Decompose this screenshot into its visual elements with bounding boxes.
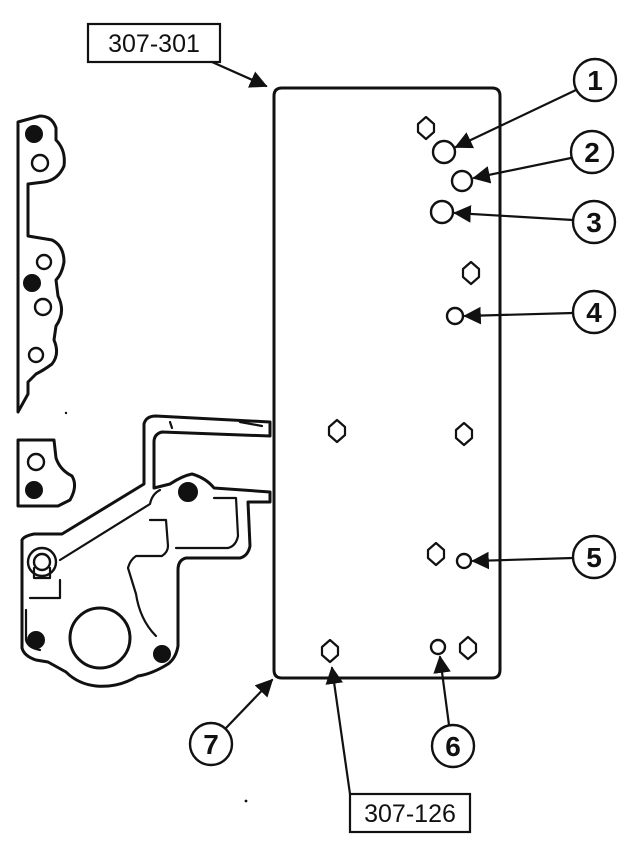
label-307-126-text: 307-126 <box>364 800 456 828</box>
hex-bolt <box>426 541 446 567</box>
filled-dowel <box>25 125 43 143</box>
hole-5 <box>455 552 473 570</box>
leader-6 <box>433 655 451 727</box>
hole <box>35 253 53 271</box>
label-307-301: 307-301 <box>86 22 222 64</box>
pin-boss-inner <box>32 552 52 572</box>
hole-2 <box>450 169 474 193</box>
callout-5-text: 5 <box>586 542 602 573</box>
hex-bolt <box>327 418 347 444</box>
callout-7-text: 7 <box>203 729 219 760</box>
label-307-301-text: 307-301 <box>108 30 200 58</box>
label-307-126: 307-126 <box>348 792 472 834</box>
hex-bolt <box>454 421 474 447</box>
callout-2-text: 2 <box>584 137 600 168</box>
callout-6-text: 6 <box>445 731 461 762</box>
leader-1 <box>454 88 578 149</box>
filled-dowel <box>23 274 41 292</box>
hole-1 <box>431 139 457 165</box>
hole <box>33 297 53 317</box>
callout-2: 2 <box>569 129 615 175</box>
leader-307-126 <box>325 666 352 796</box>
callout-3: 3 <box>571 199 617 245</box>
leader-3 <box>453 205 575 223</box>
hole-3 <box>429 199 455 225</box>
callout-6: 6 <box>430 723 476 769</box>
hole <box>30 153 50 173</box>
alignment-plate <box>272 86 502 680</box>
leader-4 <box>463 306 575 325</box>
callout-1-text: 1 <box>587 65 603 96</box>
callout-1: 1 <box>572 57 618 103</box>
hex-bolt <box>461 260 481 286</box>
hole-4 <box>445 306 465 326</box>
hex-bolt <box>416 115 436 141</box>
callout-4: 4 <box>571 289 617 335</box>
callout-3-text: 3 <box>586 207 602 238</box>
leader-7 <box>224 678 274 730</box>
hex-bolt <box>320 638 340 664</box>
hole <box>27 346 45 364</box>
leader-307-301 <box>210 60 268 88</box>
callout-4-text: 4 <box>586 297 602 328</box>
leader-5 <box>471 551 575 570</box>
hole-6 <box>429 638 447 656</box>
callout-5: 5 <box>571 534 617 580</box>
filled-dowel <box>153 645 171 663</box>
small-gasket-block <box>16 438 77 508</box>
hex-bolt <box>458 635 478 661</box>
upper-gasket-strip <box>16 114 66 414</box>
large-bore <box>68 606 132 670</box>
filled-dowel <box>27 631 45 649</box>
leader-2 <box>472 156 573 184</box>
filled-dowel <box>178 482 198 502</box>
filled-dowel <box>25 481 43 499</box>
hole <box>26 452 46 472</box>
lower-gasket-plate <box>20 414 272 688</box>
callout-7: 7 <box>188 721 234 767</box>
